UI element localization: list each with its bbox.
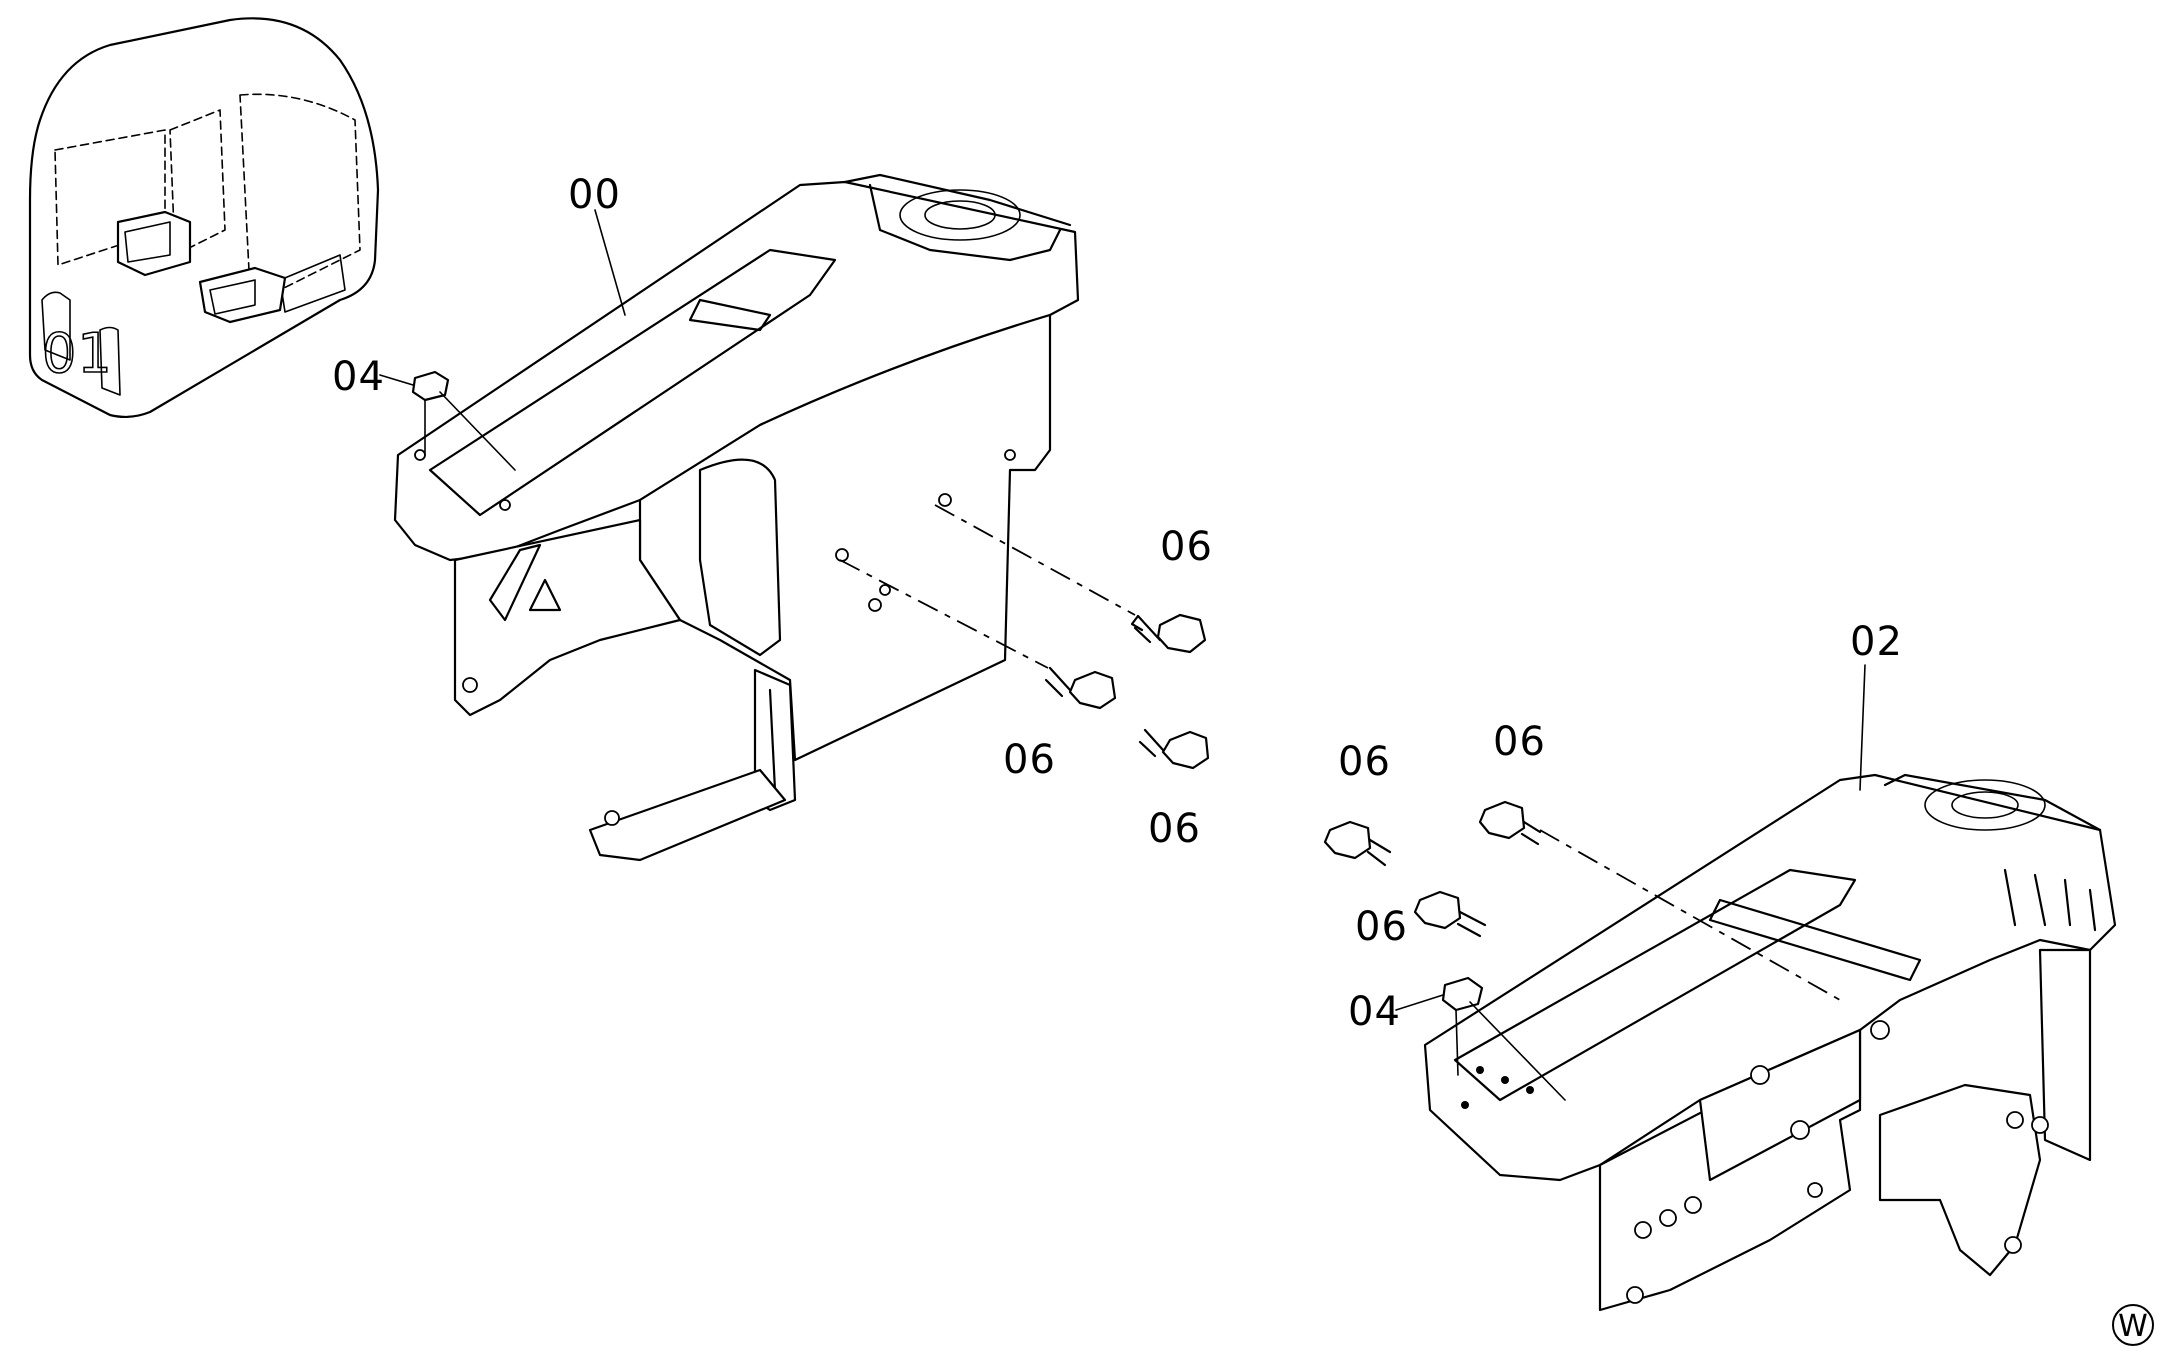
mount-hole bbox=[1659, 1209, 1677, 1227]
callout-label: 06 bbox=[1148, 806, 1201, 852]
mount-hole bbox=[1626, 1286, 1644, 1304]
mount-hole bbox=[604, 810, 620, 826]
bolt-c-part bbox=[1138, 728, 1210, 770]
mount-hole bbox=[1790, 1120, 1810, 1140]
mount-hole bbox=[1634, 1221, 1652, 1239]
inset-highlight-right bbox=[198, 266, 287, 324]
callout-label: 02 bbox=[1850, 619, 1903, 665]
mount-hole bbox=[1004, 449, 1016, 461]
callout-label: 04 bbox=[1348, 989, 1401, 1035]
corner-mark-letter: W bbox=[2118, 1309, 2148, 1344]
mount-hole bbox=[868, 598, 882, 612]
mount-hole bbox=[2004, 1236, 2022, 1254]
callout-label: 06 bbox=[1160, 524, 1213, 570]
mount-hole bbox=[1870, 1020, 1890, 1040]
assembly-line bbox=[1539, 829, 1841, 1001]
bolt-d-part bbox=[1323, 820, 1392, 867]
mount-hole bbox=[1750, 1065, 1770, 1085]
leader-line bbox=[379, 374, 414, 386]
mount-hole bbox=[2006, 1111, 2024, 1129]
callout-label: 06 bbox=[1493, 719, 1546, 765]
callout-label: 00 bbox=[568, 172, 621, 218]
leader-line bbox=[1859, 664, 1866, 791]
mount-hole bbox=[414, 449, 426, 461]
mount-hole bbox=[2031, 1116, 2049, 1134]
callout-label: 06 bbox=[1355, 904, 1408, 950]
console-left-assembly bbox=[393, 173, 1080, 862]
bolt-f-part bbox=[1413, 890, 1487, 938]
console-right-assembly bbox=[1423, 773, 2117, 1312]
bolt-b-part bbox=[1044, 666, 1117, 710]
mount-hole bbox=[938, 493, 952, 507]
bolt-e-part bbox=[1478, 800, 1542, 846]
mount-hole bbox=[499, 499, 511, 511]
assembly-line bbox=[839, 559, 1049, 669]
cab-inset-number: 01 bbox=[42, 322, 113, 385]
bolt-a-part bbox=[1130, 613, 1207, 654]
inset-highlight-left bbox=[116, 210, 192, 277]
clip-right-part bbox=[1441, 976, 1566, 1101]
callout-label: 06 bbox=[1003, 737, 1056, 783]
corner-mark: W bbox=[2112, 1304, 2154, 1346]
mount-hole bbox=[835, 548, 849, 562]
leader-line bbox=[594, 209, 626, 316]
clip-left-part bbox=[411, 370, 516, 471]
callout-label: 06 bbox=[1338, 739, 1391, 785]
mount-hole bbox=[1684, 1196, 1702, 1214]
mount-hole bbox=[879, 584, 891, 596]
mount-hole bbox=[1807, 1182, 1823, 1198]
leader-line bbox=[1395, 994, 1444, 1011]
cab-inset-illustration bbox=[28, 17, 380, 419]
assembly-line bbox=[934, 504, 1136, 616]
callout-label: 04 bbox=[332, 354, 385, 400]
mount-hole bbox=[462, 677, 478, 693]
